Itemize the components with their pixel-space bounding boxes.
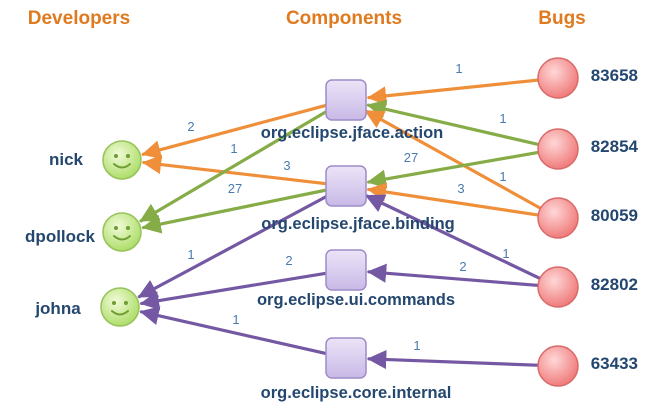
component-node-ui-commands — [325, 249, 367, 291]
smiley-eye — [112, 301, 116, 305]
edge-weight-label: 2 — [285, 253, 292, 268]
edge-weight-label: 1 — [499, 111, 506, 126]
developer-label-nick: nick — [49, 150, 84, 169]
developer-node-dpollock — [102, 212, 142, 252]
component-node-jface-action — [325, 79, 367, 121]
component-node-jface-binding — [325, 165, 367, 207]
component-node-core-internal — [325, 337, 367, 379]
developer-node-nick — [102, 140, 142, 180]
bug-node-82802 — [537, 266, 579, 308]
edge-jface-action-to-nick — [141, 103, 331, 160]
smiley-eye — [126, 226, 130, 230]
component-label-jface-binding: org.eclipse.jface.binding — [261, 215, 454, 233]
labels-layer: Developers Components Bugs nick dpollock… — [25, 8, 638, 402]
nodes-layer — [100, 57, 579, 387]
edge-82802-to-ui-commands — [367, 263, 542, 288]
edge-83658-to-jface-action — [366, 78, 542, 106]
smiley-face-icon — [100, 287, 140, 327]
edge-weight-label: 1 — [230, 141, 237, 156]
bug-label-80059: 80059 — [591, 206, 638, 225]
smiley-face-icon — [102, 140, 142, 180]
edge-weight-label: 2 — [459, 259, 466, 274]
developer-label-dpollock: dpollock — [25, 227, 95, 246]
edge-82854-to-jface-action — [366, 99, 543, 147]
edge-jface-binding-to-nick — [141, 154, 330, 186]
bug-node-82854 — [537, 128, 579, 170]
smiley-mouth — [111, 310, 129, 316]
edge-weight-label: 2 — [187, 119, 194, 134]
edges-layer: 1 1 1 27 3 1 2 1 2 3 1 27 1 2 1 — [137, 61, 544, 370]
edge-82854-to-jface-binding — [366, 150, 542, 189]
edge-ui-commands-to-johna — [139, 271, 330, 311]
edge-weight-label: 1 — [499, 169, 506, 184]
smiley-eye — [124, 301, 128, 305]
edge-weight-label: 3 — [457, 181, 464, 196]
edge-jface-binding-to-dpollock — [141, 188, 330, 234]
bug-node-63433 — [537, 345, 579, 387]
edge-weight-label: 1 — [455, 61, 462, 76]
smiley-face-icon — [102, 212, 142, 252]
edge-80059-to-jface-action — [364, 109, 544, 211]
edge-jface-binding-to-johna — [137, 192, 332, 299]
header-bugs: Bugs — [538, 8, 586, 29]
smiley-eye — [126, 154, 130, 158]
edge-80059-to-jface-binding — [366, 182, 542, 217]
component-label-core-internal: org.eclipse.core.internal — [261, 384, 452, 402]
header-components: Components — [286, 8, 402, 29]
edge-82802-to-jface-binding — [365, 194, 544, 281]
edge-weight-label: 1 — [413, 338, 420, 353]
component-label-ui-commands: org.eclipse.ui.commands — [257, 291, 455, 309]
edge-63433-to-core-internal — [367, 349, 542, 370]
bug-label-82854: 82854 — [591, 137, 639, 156]
bug-node-80059 — [537, 197, 579, 239]
edge-weight-label: 1 — [232, 312, 239, 327]
header-developers: Developers — [28, 8, 130, 29]
edge-jface-action-to-dpollock — [139, 107, 333, 223]
developer-label-johna: johna — [34, 299, 81, 318]
bug-node-83658 — [537, 57, 579, 99]
developer-node-johna — [100, 287, 140, 327]
edge-weight-label: 27 — [228, 181, 242, 196]
smiley-eye — [114, 154, 118, 158]
component-label-jface-action: org.eclipse.jface.action — [261, 124, 443, 142]
edge-core-internal-to-johna — [139, 306, 331, 356]
edge-weight-label: 3 — [283, 158, 290, 173]
smiley-eye — [114, 226, 118, 230]
smiley-mouth — [113, 235, 131, 241]
bug-label-63433: 63433 — [591, 354, 638, 373]
edge-weight-label: 27 — [404, 150, 418, 165]
edge-weight-label: 1 — [187, 247, 194, 262]
bug-label-82802: 82802 — [591, 275, 638, 294]
bug-label-83658: 83658 — [591, 66, 638, 85]
smiley-mouth — [113, 163, 131, 169]
edge-weight-label: 1 — [502, 246, 509, 261]
